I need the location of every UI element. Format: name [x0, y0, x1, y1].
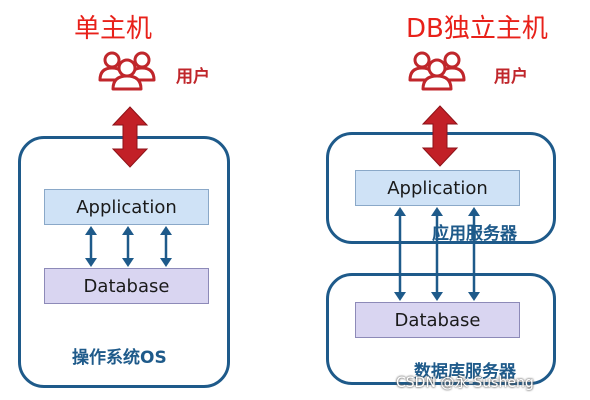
right-title: DB独立主机	[406, 14, 548, 44]
right-database-box: Database	[355, 302, 520, 338]
left-user-label: 用户	[176, 67, 210, 87]
left-application-box: Application	[44, 189, 209, 225]
watermark: CSDN @永-Susheng	[396, 375, 534, 391]
left-connection-arrows	[85, 226, 172, 267]
single-host-box	[18, 136, 230, 388]
right-user-label: 用户	[494, 67, 528, 87]
right-users-icon	[410, 53, 464, 89]
db-server-label: 数据库服务器	[414, 362, 516, 382]
right-application-box: Application	[355, 170, 520, 206]
right-red-double-arrow	[422, 105, 458, 167]
left-database-box: Database	[44, 268, 209, 304]
os-label: 操作系统OS	[72, 348, 167, 368]
left-users-icon	[100, 53, 154, 89]
right-connection-arrows	[394, 207, 480, 301]
left-title: 单主机	[74, 14, 153, 44]
left-red-double-arrow	[112, 106, 148, 168]
